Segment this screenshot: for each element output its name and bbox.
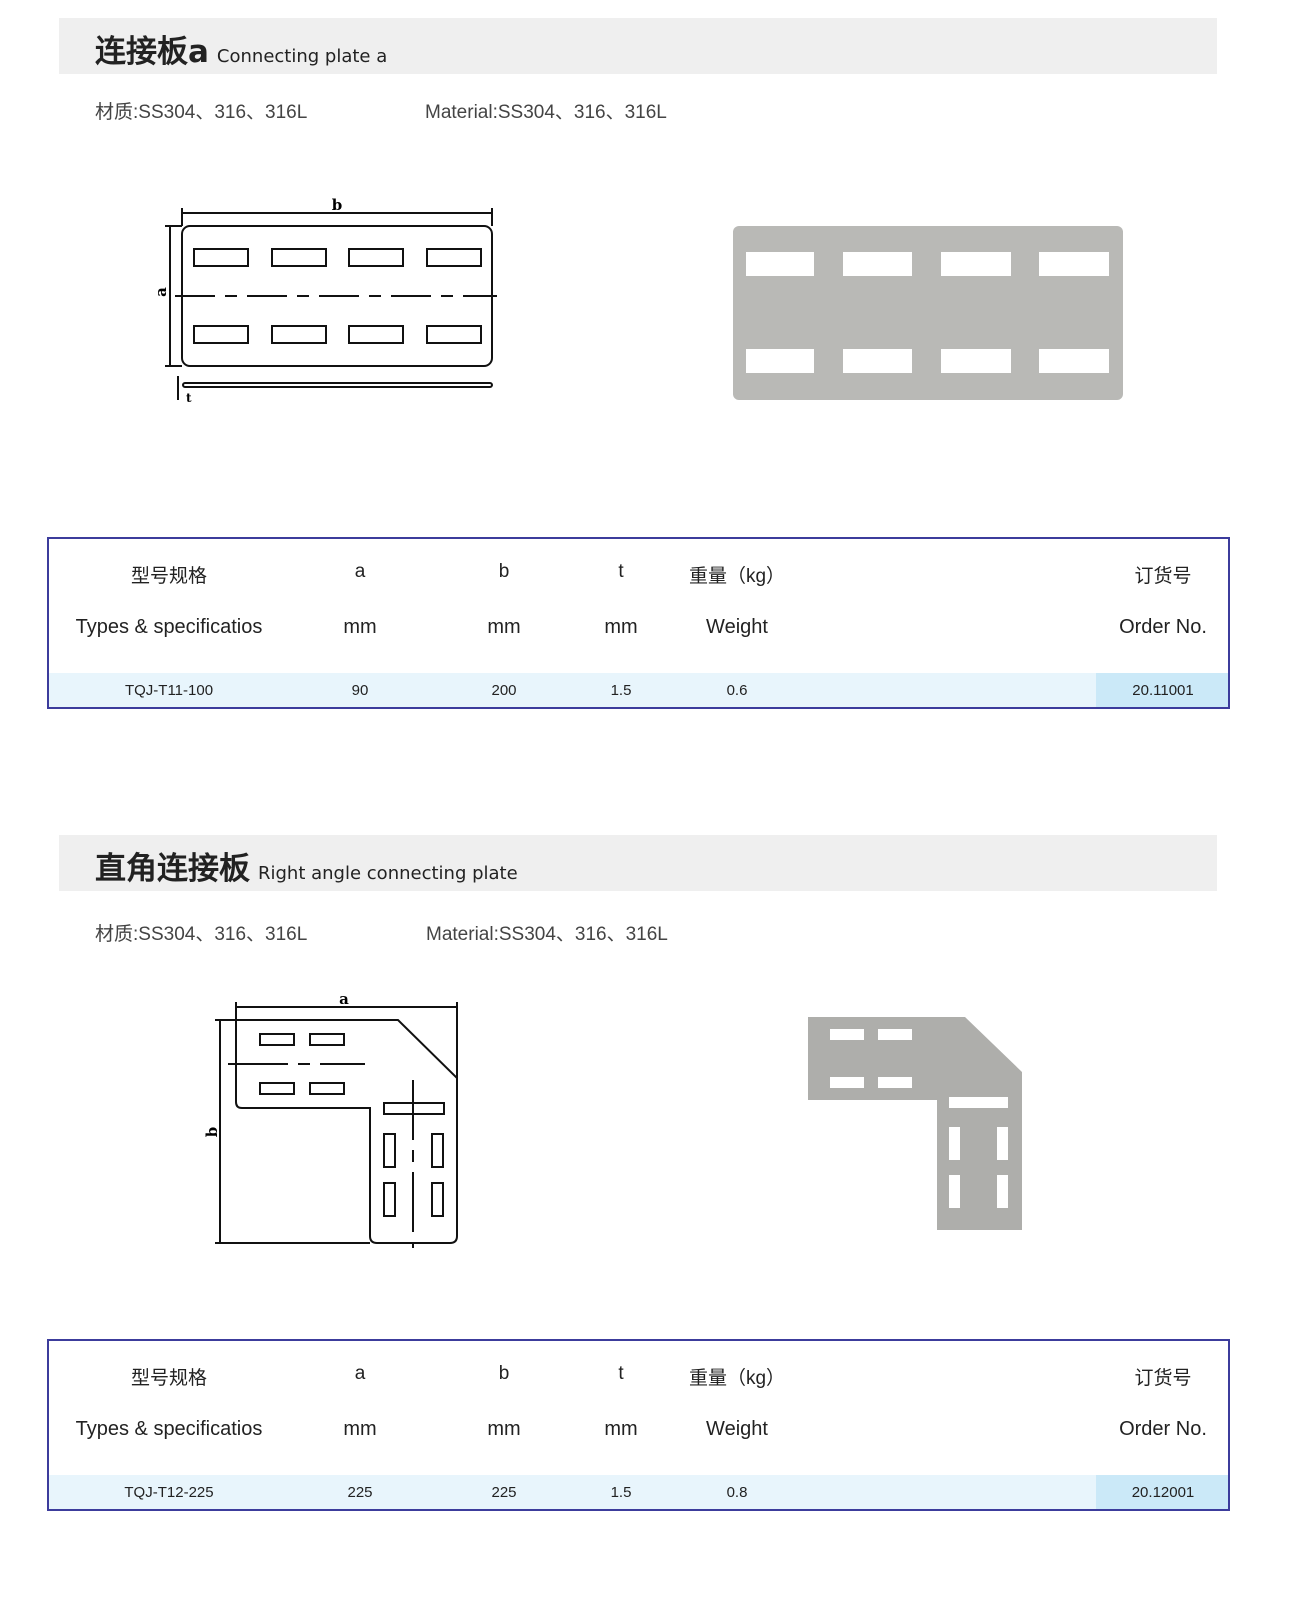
section-header: 直角连接板 Right angle connecting plate <box>59 835 1217 891</box>
header-t-unit: mm <box>604 616 638 638</box>
spec-table: 型号规格 a b t 重量（kg） 订货号 Types & specificat… <box>47 537 1230 709</box>
header-type-zh: 型号规格 <box>130 566 208 587</box>
cell-t: 1.5 <box>610 682 632 699</box>
header-a-unit: mm <box>343 1418 377 1440</box>
dim-label-a: a <box>152 287 170 297</box>
section-title-en: Connecting plate a <box>216 46 388 67</box>
header-b-unit: mm <box>487 616 521 638</box>
connecting-plate-drawing <box>165 208 497 400</box>
cell-weight: 0.6 <box>726 682 748 699</box>
connecting-plate-photo <box>733 226 1123 400</box>
section-header: 连接板a Connecting plate a <box>59 18 1217 74</box>
table-row: TQJ-T11-100 90 200 1.5 0.6 20.11001 <box>49 673 1228 707</box>
header-t: t <box>618 561 624 582</box>
header-type-zh: 型号规格 <box>130 1368 208 1389</box>
table-row: TQJ-T12-225 225 225 1.5 0.8 20.12001 <box>49 1475 1228 1509</box>
material-en: Material:SS304、316、316L <box>425 102 667 123</box>
header-weight-zh: 重量（kg） <box>688 566 786 587</box>
header-type-en: Types & specificatios <box>75 616 263 638</box>
cell-b: 200 <box>491 682 517 699</box>
dim-label-b: b <box>332 196 343 214</box>
order-cell-bg <box>1096 673 1228 707</box>
right-angle-plate-drawing <box>215 1002 458 1248</box>
header-a-unit: mm <box>343 616 377 638</box>
material-zh: 材质:SS304、316、316L <box>95 102 308 123</box>
cell-type: TQJ-T12-225 <box>124 1484 214 1501</box>
cell-order: 20.12001 <box>1131 1484 1195 1501</box>
material-en: Material:SS304、316、316L <box>426 924 668 945</box>
header-weight-zh: 重量（kg） <box>688 1368 786 1389</box>
cell-a: 90 <box>351 682 369 699</box>
section-title-zh: 直角连接板 <box>95 851 250 887</box>
header-weight-en: Weight <box>706 616 768 638</box>
cell-a: 225 <box>347 1484 373 1501</box>
header-order-en: Order No. <box>1119 616 1207 638</box>
header-order-zh: 订货号 <box>1134 566 1192 587</box>
header-order-en: Order No. <box>1119 1418 1207 1440</box>
cell-type: TQJ-T11-100 <box>124 682 214 699</box>
spec-table: 型号规格 a b t 重量（kg） 订货号 Types & specificat… <box>47 1339 1230 1511</box>
cell-weight: 0.8 <box>726 1484 748 1501</box>
header-t-unit: mm <box>604 1418 638 1440</box>
cell-order: 20.11001 <box>1132 682 1194 699</box>
header-order-zh: 订货号 <box>1134 1368 1192 1389</box>
cell-b: 225 <box>491 1484 517 1501</box>
material-zh: 材质:SS304、316、316L <box>95 924 308 945</box>
header-b: b <box>498 1363 510 1384</box>
header-t: t <box>618 1363 624 1384</box>
header-weight-en: Weight <box>706 1418 768 1440</box>
order-cell-bg <box>1096 1475 1228 1509</box>
section-title-en: Right angle connecting plate <box>258 863 518 884</box>
dim-label-t: t <box>186 391 192 405</box>
header-a: a <box>354 561 366 582</box>
dim-label-b: b <box>203 1127 221 1138</box>
right-angle-plate-photo <box>808 1017 1022 1230</box>
header-b: b <box>498 561 510 582</box>
cell-t: 1.5 <box>610 1484 632 1501</box>
header-type-en: Types & specificatios <box>75 1418 263 1440</box>
section-title-zh: 连接板a <box>95 34 209 70</box>
header-a: a <box>354 1363 366 1384</box>
dim-label-a: a <box>339 990 349 1008</box>
header-b-unit: mm <box>487 1418 521 1440</box>
